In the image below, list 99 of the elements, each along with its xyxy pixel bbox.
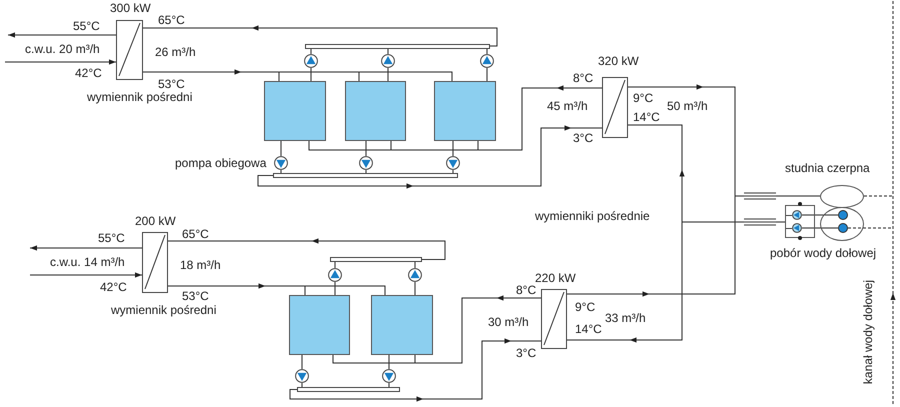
pump-icon [359, 156, 373, 170]
pipe-line [142, 25, 498, 46]
node-label: 200 kW [135, 215, 176, 227]
pipe-line [414, 262, 416, 268]
edge-label: 9°C [633, 92, 654, 104]
edge-label: 8°C [516, 284, 536, 296]
pipe-line [388, 354, 390, 370]
edge-label: 65°C [158, 14, 185, 26]
pipe-line [390, 140, 392, 150]
manifold-bar [330, 257, 422, 262]
group-label: wymienniki pośrednie [535, 210, 650, 222]
pipe-line [304, 286, 386, 296]
heat-pump-unit [289, 295, 350, 355]
edge-label: 53°C [182, 290, 209, 302]
caption-label: wymiennik pośredni [111, 304, 216, 316]
pump-icon [304, 54, 318, 68]
edge-label: 14°C [633, 111, 660, 123]
pipe-line [414, 354, 416, 364]
edge-label: 55°C [98, 232, 125, 244]
pipe-line [334, 262, 336, 268]
pipe-line [628, 84, 736, 196]
pipe-line [8, 32, 116, 38]
node-label: 320 kW [598, 55, 639, 67]
flow-rate-label: 30 m³/h [488, 316, 529, 328]
pipe-line [304, 286, 306, 296]
pipe-line [566, 222, 682, 343]
flow-rate-label: 45 m³/h [547, 100, 588, 112]
pipe-line [30, 272, 142, 278]
heat-pump-unit [345, 81, 406, 141]
pipe-line [308, 140, 392, 150]
pipe-line [332, 354, 416, 364]
pipe-line [334, 282, 336, 296]
pipe-line [168, 283, 306, 289]
node-label: pobór wody dołowej [770, 247, 876, 259]
edge-label: 3°C [516, 347, 536, 359]
canal-label: kanał wody dołowej [862, 280, 874, 384]
pump-icon [381, 54, 395, 68]
pipe-line [628, 124, 685, 222]
well-ellipse [820, 207, 864, 241]
pipe-line [358, 72, 452, 82]
pipe-line [486, 48, 488, 54]
pipe-line [258, 125, 602, 189]
pipe-line [802, 214, 838, 216]
pipe-line [452, 140, 454, 156]
pipe-line [290, 338, 542, 402]
edge-label: 8°C [573, 72, 594, 84]
edge-label: 14°C [575, 323, 602, 335]
pipe-line [310, 68, 312, 82]
pipe-line [280, 140, 282, 156]
pipe-line [168, 238, 446, 260]
pump-icon [328, 268, 342, 282]
edge-label: 9°C [575, 301, 596, 313]
caption-label: wymiennik pośredni [87, 91, 192, 103]
pump-icon [295, 369, 309, 383]
pipe-line [4, 59, 116, 65]
edge-label: 53°C [158, 78, 185, 90]
pipe-line [30, 245, 142, 251]
node-label: studnia czerpna [785, 162, 870, 174]
pipe-line [566, 196, 736, 297]
heat-pump-unit [434, 81, 496, 141]
pipe-line [280, 170, 282, 174]
node-label: 220 kW [535, 272, 576, 284]
node-label: 300 kW [110, 2, 151, 14]
pump-icon [446, 156, 460, 170]
pipe-line [358, 72, 360, 82]
heat-pump-unit [264, 81, 326, 141]
edge-label: 3°C [573, 132, 594, 144]
manifold-bar [297, 387, 400, 392]
pipe-line [310, 48, 312, 54]
pipe-line [478, 85, 602, 150]
pump-icon [480, 54, 494, 68]
pump-icon [382, 369, 396, 383]
edge-label: 42°C [75, 67, 102, 79]
pipe-line [414, 282, 416, 296]
pipe-line [142, 69, 280, 75]
manifold-bar [305, 44, 490, 49]
flow-rate-label: 18 m³/h [180, 259, 221, 271]
pump-icon [274, 156, 288, 170]
pump-icon [408, 268, 422, 282]
pump-icon [792, 223, 802, 233]
edge-label: 65°C [182, 228, 209, 240]
pipe-line [452, 170, 454, 174]
pipe-line [486, 68, 488, 82]
pump-icon [792, 210, 802, 220]
flow-rate-label: c.w.u. 14 m³/h [50, 256, 125, 268]
pipe-line [278, 72, 280, 82]
flow-rate-label: c.w.u. 20 m³/h [25, 43, 100, 55]
edge-label: 42°C [100, 281, 127, 293]
dot-icon [838, 210, 848, 220]
pipe-line [388, 382, 390, 388]
manifold-bar [273, 173, 458, 178]
dot-icon [838, 223, 848, 233]
flow-rate-label: 33 m³/h [605, 312, 646, 324]
heat-pump-unit [371, 295, 433, 355]
caption-label: pompa obiegowa [175, 157, 266, 169]
pipe-line [414, 295, 542, 364]
flow-rate-label: 50 m³/h [667, 100, 708, 112]
edge-label: 55°C [73, 20, 100, 32]
flow-rate-label: 26 m³/h [155, 46, 196, 58]
